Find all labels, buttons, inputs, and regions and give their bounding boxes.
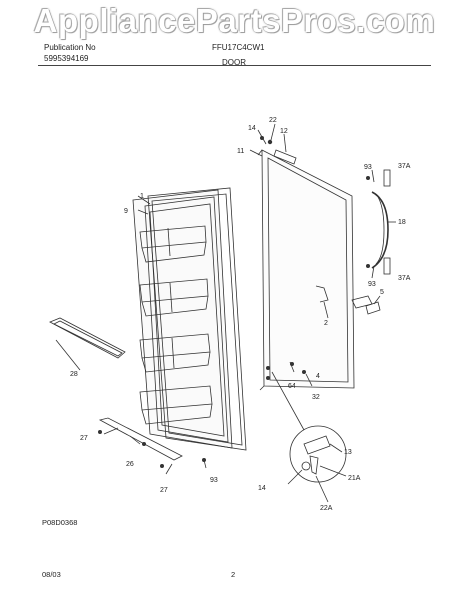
callout-12: 12 <box>280 128 288 135</box>
callout-22-top: 22 <box>269 117 277 124</box>
callout-21a: 21A <box>348 475 361 482</box>
latch-assembly <box>351 295 373 309</box>
callout-64: 64 <box>288 383 296 390</box>
publication-label: Publication No <box>44 43 96 52</box>
inner-door-liner <box>132 189 233 449</box>
callout-22a: 22A <box>320 505 333 512</box>
door-stop-bracket <box>315 285 329 303</box>
callout-32: 32 <box>312 394 320 401</box>
callout-14-detail: 14 <box>258 485 266 492</box>
callout-13: 13 <box>344 449 352 456</box>
watermark-logo: AppliancePartsPros.com <box>33 2 436 39</box>
page-number: 2 <box>231 570 235 579</box>
callout-27: 27 <box>80 435 88 442</box>
callout-93-lower-left: 93 <box>210 477 218 484</box>
callout-1: 1 <box>140 193 144 200</box>
door-shelf-rail <box>49 317 126 359</box>
model-number: FFU17C4CW1 <box>212 43 265 52</box>
callout-5: 5 <box>380 289 384 296</box>
callout-11: 11 <box>237 148 244 155</box>
callout-93-top: 93 <box>364 164 372 171</box>
callout-4: 4 <box>316 373 320 380</box>
door-handle <box>371 191 389 269</box>
callout-28: 28 <box>70 371 78 378</box>
callout-37a-top: 37A <box>398 163 411 170</box>
outer-door-panel <box>257 149 355 391</box>
callout-26: 26 <box>126 461 134 468</box>
header-rule <box>38 65 431 66</box>
callout-37a-bottom: 37A <box>398 275 411 282</box>
handle-end-cap-bottom <box>383 257 391 275</box>
callout-18: 18 <box>398 219 406 226</box>
diagram-code: P08D0368 <box>42 518 77 527</box>
door-gasket <box>147 187 247 451</box>
section-title: DOOR <box>222 58 246 67</box>
publication-number: 5995394169 <box>44 54 89 63</box>
bottom-trim <box>98 417 183 461</box>
callout-93-mid: 93 <box>368 281 376 288</box>
callout-2: 2 <box>324 320 328 327</box>
hinge-plate <box>273 149 297 165</box>
hinge-detail-circle <box>289 425 347 483</box>
footer-date: 08/03 <box>42 570 61 579</box>
callout-9: 9 <box>124 208 128 215</box>
handle-end-cap-top <box>383 169 391 187</box>
callout-27-lower: 27 <box>160 487 168 494</box>
callout-14-top: 14 <box>248 125 256 132</box>
